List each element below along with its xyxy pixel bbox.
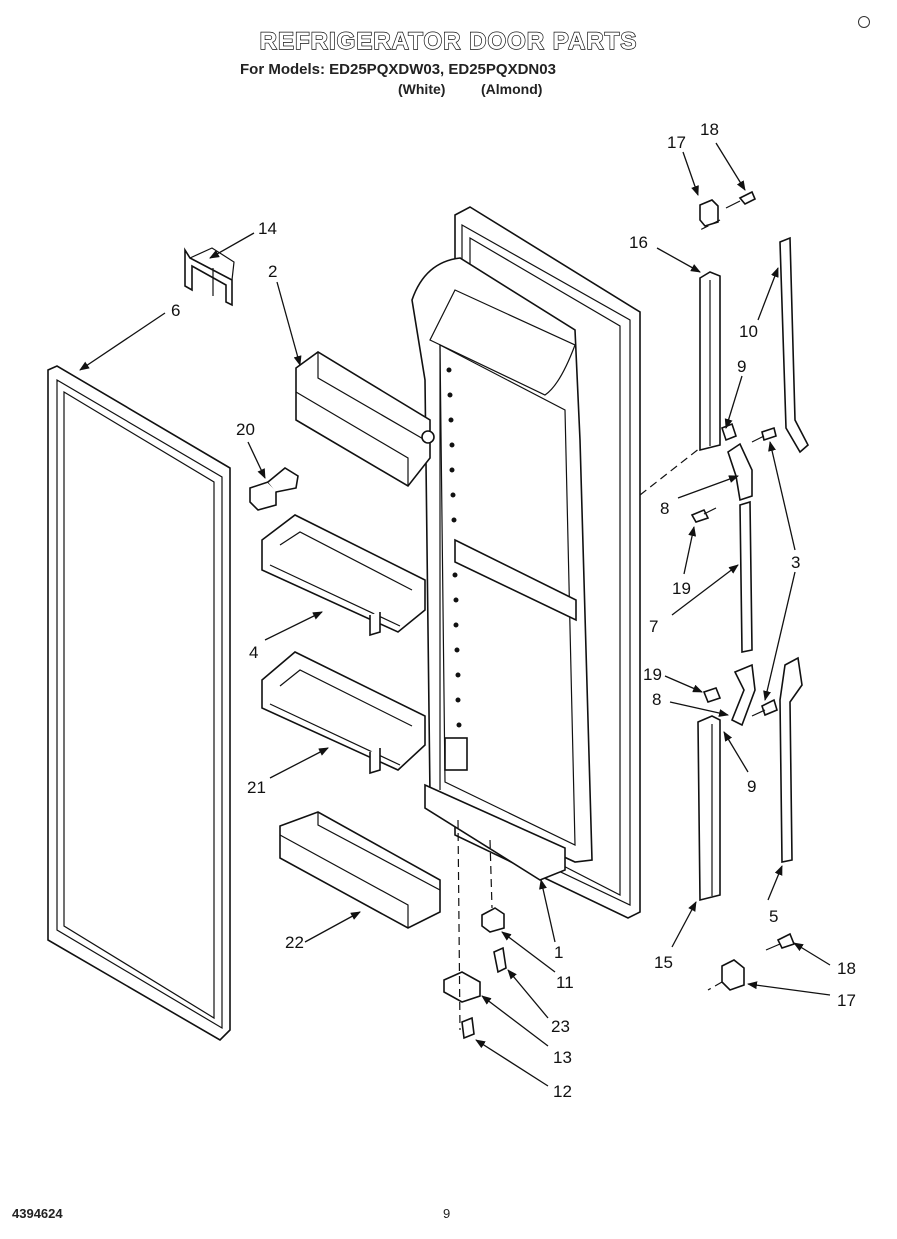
callout-18-bottom: 18 <box>837 959 856 978</box>
strip-7-part <box>739 500 753 653</box>
callout-19-bottom: 19 <box>643 665 662 684</box>
hinge-13-part <box>443 971 481 1003</box>
trim-16-part <box>699 271 721 452</box>
callout-6: 6 <box>171 301 180 320</box>
callout-2: 2 <box>268 262 277 281</box>
callout-3: 3 <box>791 553 800 572</box>
trim-15-part <box>697 715 721 902</box>
callout-11: 11 <box>556 973 574 992</box>
corner-circle-mark <box>858 16 870 28</box>
callout-23: 23 <box>551 1017 570 1036</box>
callout-8-top: 8 <box>660 499 669 518</box>
door-bin-4-part <box>261 514 426 637</box>
callout-16: 16 <box>629 233 648 252</box>
screw-12-part <box>461 1016 475 1040</box>
callout-4: 4 <box>249 643 258 662</box>
callout-9-bottom: 9 <box>747 777 756 796</box>
bottom-shelf-22-part <box>279 811 441 929</box>
callout-7: 7 <box>649 617 658 636</box>
bracket-14-part <box>184 247 235 307</box>
variant-almond-label: (Almond) <box>481 81 543 97</box>
screw-18-top-part <box>725 190 757 209</box>
handle-5-part <box>779 656 803 863</box>
callout-17-bottom: 17 <box>837 991 856 1010</box>
screw-18-bottom-part <box>765 932 796 951</box>
callout-18-top: 18 <box>700 120 719 139</box>
stop-11-part <box>481 907 505 933</box>
models-subtitle: For Models: ED25PQXDW03, ED25PQXDN03 <box>240 61 556 78</box>
callout-17-top: 17 <box>667 133 686 152</box>
callout-15: 15 <box>654 953 673 972</box>
callout-9-top: 9 <box>737 357 746 376</box>
callout-19-top: 19 <box>672 579 691 598</box>
callout-labels: 17 18 14 2 6 16 10 9 20 8 3 19 7 4 19 8 … <box>171 120 856 1101</box>
hinge-hardware-lower-part <box>702 663 778 727</box>
callout-10: 10 <box>739 322 758 341</box>
handle-10-part <box>779 236 809 454</box>
leader-arrows <box>79 142 831 1087</box>
callout-14: 14 <box>258 219 277 238</box>
callout-8-bottom: 8 <box>652 690 661 709</box>
dairy-door-part <box>295 351 435 488</box>
cap-17-bottom-part <box>721 959 745 991</box>
callout-22: 22 <box>285 933 304 952</box>
clip-20-part <box>249 467 299 511</box>
door-gasket-part <box>47 365 231 1042</box>
callout-21: 21 <box>247 778 266 797</box>
page-number: 9 <box>443 1206 451 1221</box>
door-bin-21-part <box>261 651 426 775</box>
callout-12: 12 <box>553 1082 572 1101</box>
cap-17-top-part <box>699 199 719 227</box>
callout-20: 20 <box>236 420 255 439</box>
callout-13: 13 <box>553 1048 572 1067</box>
callout-1: 1 <box>554 943 563 962</box>
page-title: REFRIGERATOR DOOR PARTS <box>259 27 638 55</box>
variant-white-label: (White) <box>398 81 446 97</box>
document-number: 4394624 <box>12 1206 63 1221</box>
callout-5: 5 <box>769 907 778 926</box>
screw-23-part <box>493 946 507 974</box>
door-liner-part <box>411 206 641 919</box>
assembly-lines <box>457 219 723 1031</box>
